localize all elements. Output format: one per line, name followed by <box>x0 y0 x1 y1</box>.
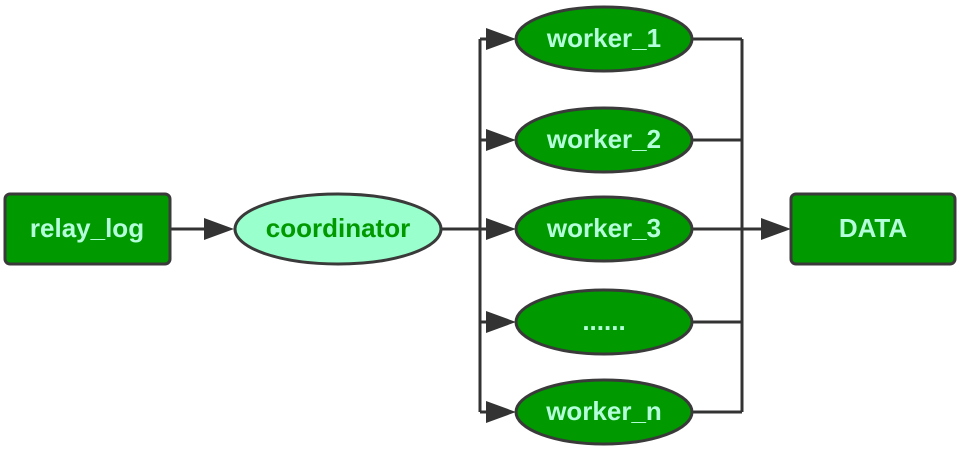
coordinator-node: coordinator <box>233 192 443 266</box>
worker-label: worker_3 <box>546 213 661 243</box>
connector-workers-to-data <box>692 37 791 414</box>
worker-node-ellipsis: ...... <box>514 288 694 356</box>
coordinator-label: coordinator <box>266 213 410 243</box>
worker-label: worker_1 <box>546 23 661 53</box>
worker-node-n: worker_n <box>514 378 694 446</box>
worker-label: worker_2 <box>546 124 661 154</box>
relay-log-label: relay_log <box>30 213 144 243</box>
relay-log-node: relay_log <box>3 192 172 266</box>
worker-node-2: worker_2 <box>514 106 694 174</box>
worker-label: worker_n <box>545 396 662 426</box>
connector-relay-to-coordinator <box>170 218 234 240</box>
worker-node-3: worker_3 <box>514 195 694 263</box>
worker-node-1: worker_1 <box>514 5 694 73</box>
worker-label: ...... <box>582 306 625 336</box>
data-node: DATA <box>789 192 957 266</box>
connector-coordinator-to-workers <box>441 28 516 423</box>
data-label: DATA <box>839 213 908 243</box>
